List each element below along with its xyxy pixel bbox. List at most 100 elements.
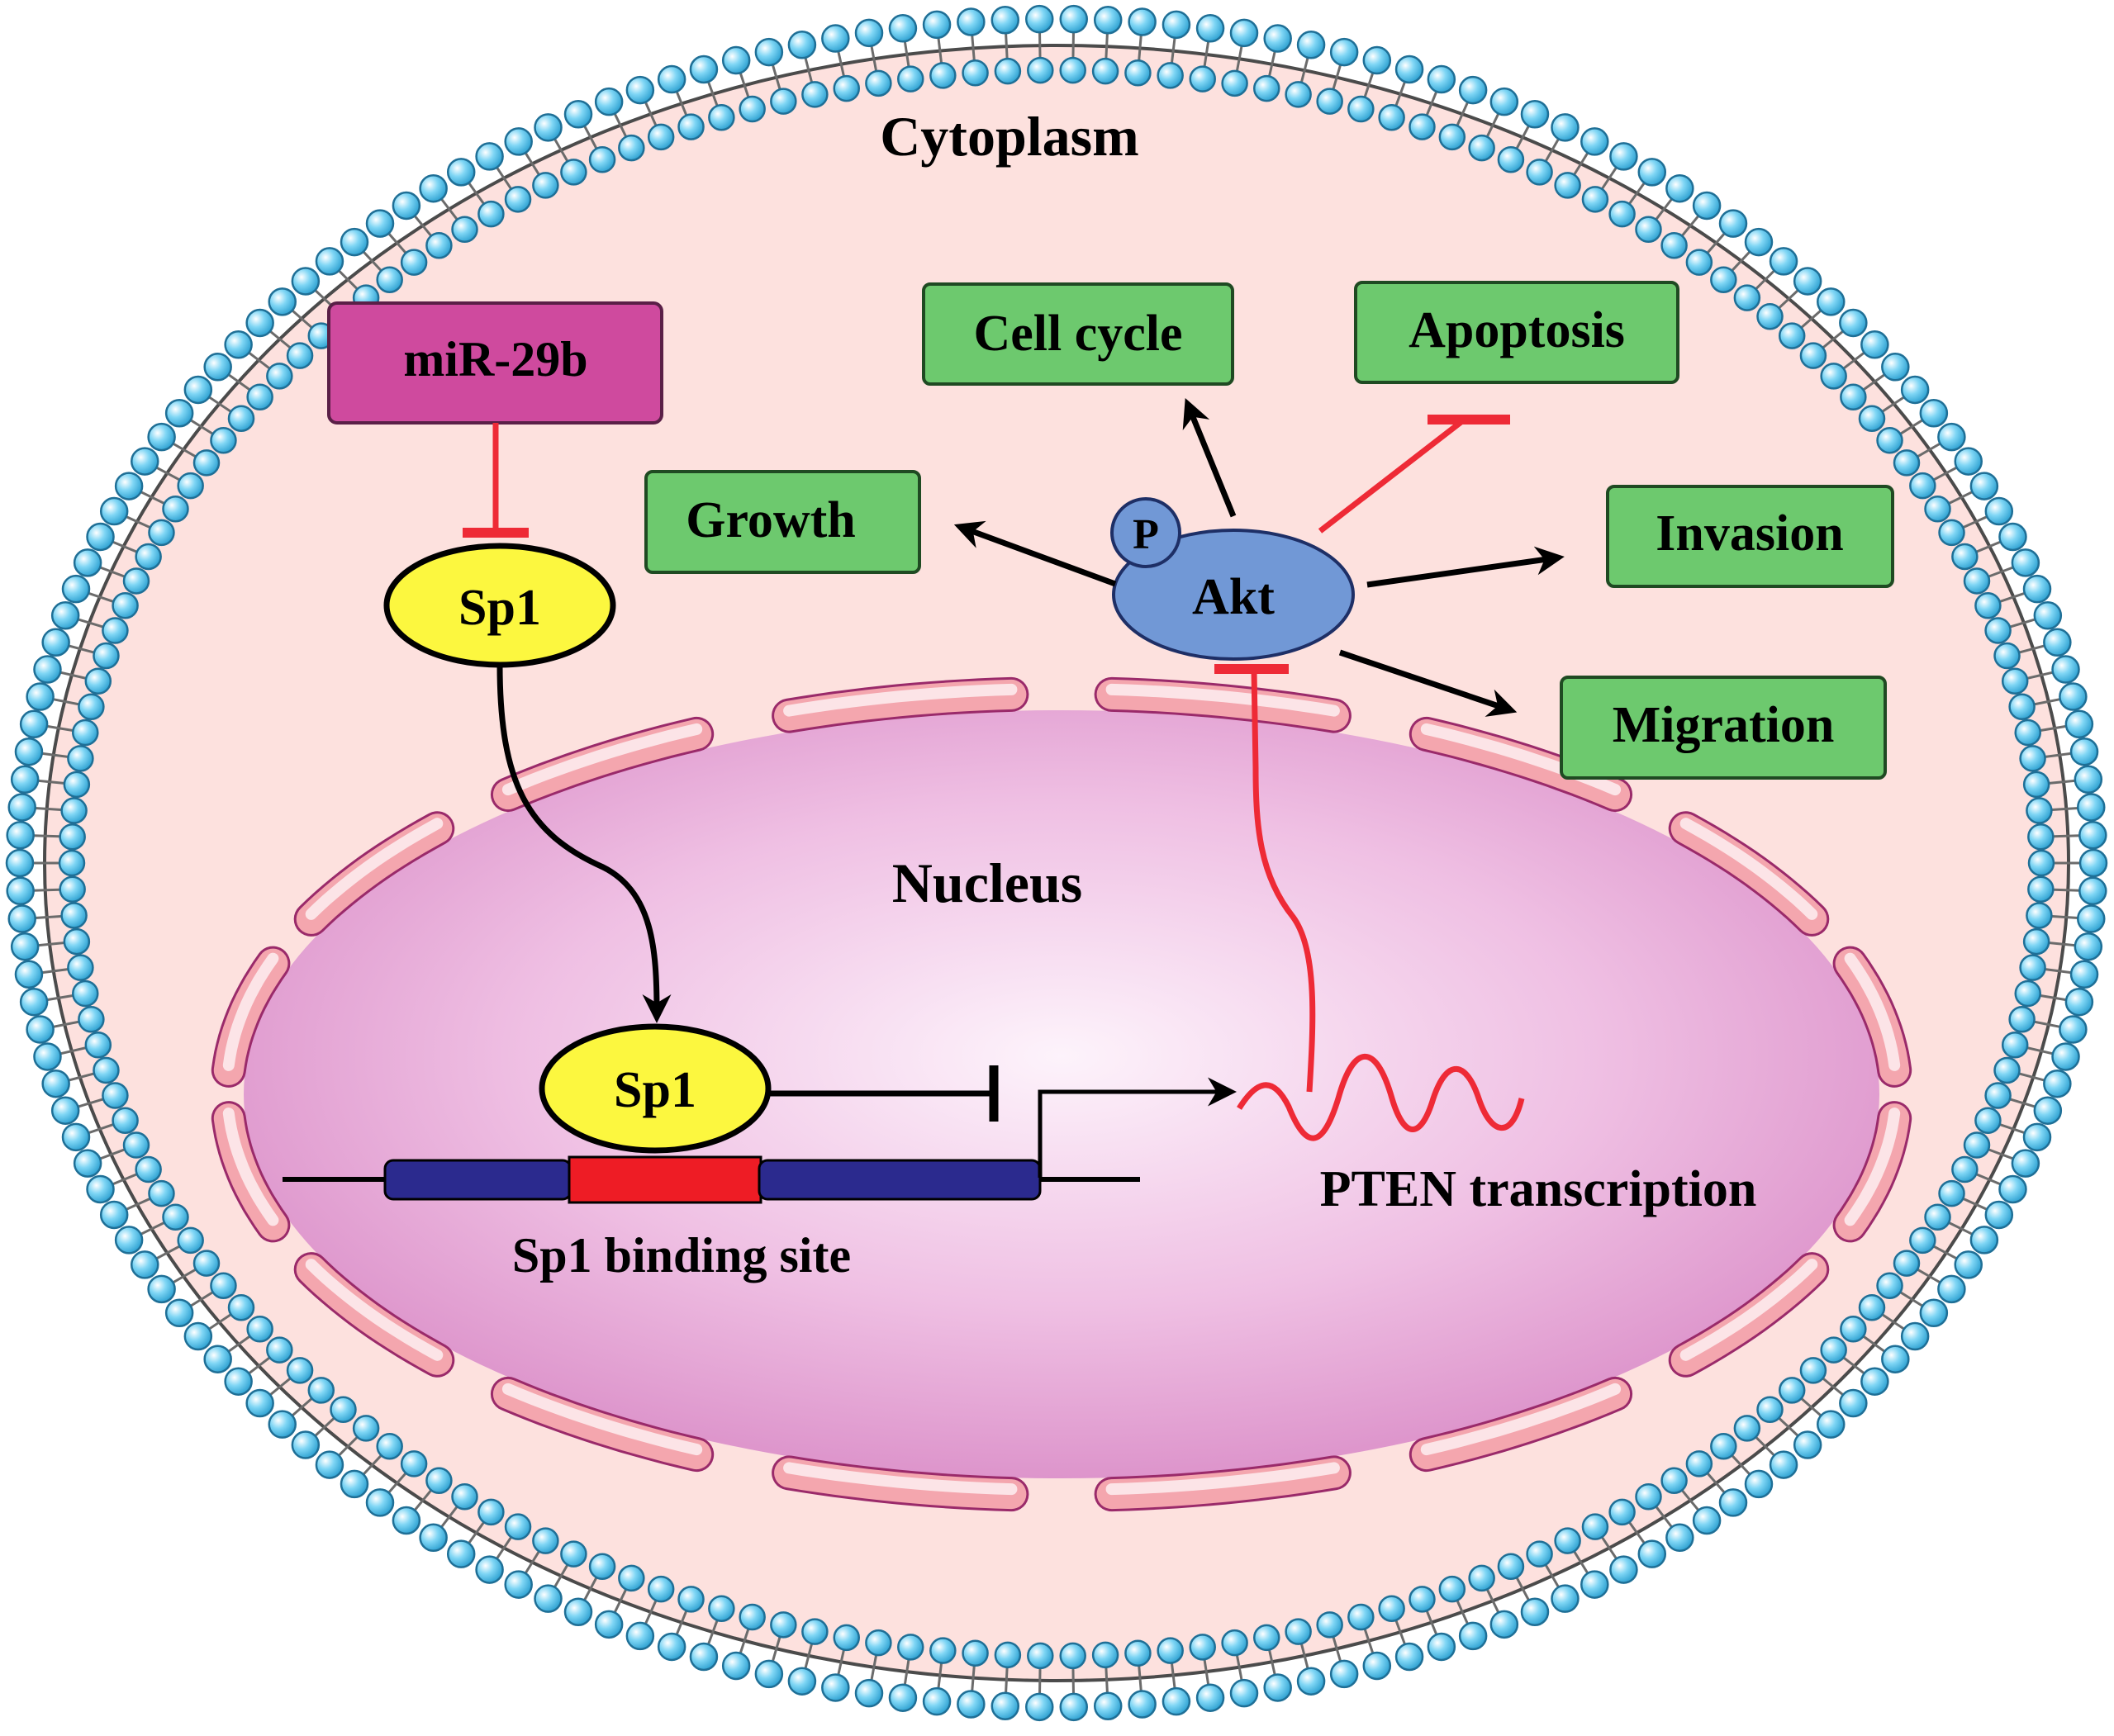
lipid-head [147, 422, 176, 452]
lipid-head [504, 1570, 533, 1599]
lipid-head [1635, 1482, 1662, 1511]
lipid-head [504, 186, 532, 213]
lipid-head [957, 1690, 986, 1719]
lipid-head [1718, 209, 1748, 238]
dna-strand-left [383, 1159, 572, 1201]
lipid-head [340, 227, 369, 257]
lipid-head [7, 904, 36, 933]
lipid-head [2074, 765, 2103, 794]
lipid-head [1937, 422, 1966, 452]
phospho-badge [1110, 497, 1181, 568]
transcription-start-arrow [1038, 1077, 1237, 1178]
lipid-head [340, 1469, 369, 1499]
lipid-head [1329, 1659, 1359, 1689]
lipid-head [2022, 771, 2050, 799]
lipid-head [1938, 519, 1965, 547]
lipid-head [2043, 628, 2072, 657]
lipid-head [787, 1667, 817, 1696]
lipid-head [1378, 1595, 1405, 1622]
lipid-head [1909, 1226, 1936, 1255]
lipid-head [73, 1149, 102, 1178]
lipid-head [1091, 1641, 1119, 1669]
lipid-head [618, 134, 645, 162]
lipid-head [162, 496, 189, 523]
lipid-head [6, 820, 35, 850]
lipid-head [1124, 59, 1152, 87]
lipid-head [2043, 1069, 2072, 1098]
sp1-binding-site-block [568, 1155, 762, 1204]
lipid-head [1520, 1597, 1550, 1626]
lipid-head [1660, 232, 1688, 259]
lipid-head [1581, 1513, 1609, 1540]
lipid-head [1963, 567, 1991, 595]
lipid-head [1316, 1611, 1343, 1639]
lipid-head [10, 932, 40, 961]
lipid-head [801, 81, 829, 108]
lipid-head [897, 1634, 924, 1661]
lipid-head [2033, 601, 2063, 630]
lipid-head [50, 601, 80, 630]
akt-inhibits-apoptosis [1318, 415, 1510, 534]
outcome-invasion: Invasion [1606, 485, 1894, 588]
outcome-apoptosis-label: Apoptosis [1409, 302, 1625, 358]
sp1-represses-transcription [768, 1065, 999, 1122]
sp1-nucleus-node: Sp1 [539, 1023, 772, 1154]
lipid-head [1840, 1316, 1867, 1343]
lipid-head [1685, 249, 1713, 276]
lipid-head [266, 363, 293, 390]
lipid-head [2078, 848, 2108, 878]
lipid-head [210, 1272, 237, 1299]
lipid-head [1924, 1203, 1951, 1231]
nucleus-body [244, 710, 1879, 1478]
lipid-head [994, 57, 1022, 85]
lipid-head [1608, 1498, 1636, 1526]
lipid-head [1263, 1673, 1292, 1702]
lipid-head [2078, 820, 2107, 850]
lipid-head [821, 24, 850, 53]
lipid-head [1710, 1433, 1737, 1460]
lipid-head [2022, 927, 2050, 956]
lipid-head [1091, 57, 1119, 85]
lipid-head [1769, 1450, 1798, 1479]
lipid-head [647, 1575, 675, 1603]
envelope-segment-highlight [1679, 1259, 1818, 1361]
lipid-head [677, 113, 705, 140]
lipid-head [1024, 1692, 1054, 1722]
outcome-migration: Migration [1560, 676, 1887, 780]
lipid-head [1468, 134, 1495, 162]
lipid-head [1124, 1639, 1152, 1667]
lipid-head [315, 1450, 344, 1479]
lipid-head [61, 1122, 91, 1152]
lipid-head [1969, 472, 1999, 500]
lipid-head [1938, 1179, 1965, 1207]
lipid-head [625, 1621, 655, 1651]
lipid-head [2051, 1042, 2080, 1071]
lipid-head [2069, 960, 2099, 989]
lipid-head [1778, 322, 1806, 349]
lipid-head [376, 266, 403, 293]
lipid-head [1769, 247, 1798, 276]
lipid-head [1189, 65, 1216, 92]
lipid-head [400, 1450, 428, 1477]
lipid-head [1733, 284, 1761, 311]
envelope-segment-highlight [1844, 1108, 1901, 1226]
envelope-segment-highlight [501, 723, 703, 796]
mir29b-label: miR-29b [403, 332, 587, 387]
lipid-head [131, 1250, 159, 1279]
lipid-head [1027, 1642, 1054, 1670]
lipid-head [1526, 1540, 1553, 1568]
lipid-head [1817, 287, 1846, 316]
cytoplasm-label: Cytoplasm [880, 105, 1139, 168]
envelope-segment-highlight [305, 1259, 444, 1361]
lipid-head [2074, 932, 2103, 961]
lipid-head [563, 1597, 593, 1626]
lipid-head [268, 287, 297, 316]
lipid-head [131, 447, 159, 476]
lipid-head [1900, 375, 1930, 405]
lipid-head [475, 142, 504, 171]
lipid-head [291, 267, 321, 296]
lipid-head [1468, 1564, 1495, 1592]
lipid-head [1189, 1634, 1216, 1661]
lipid-head [1263, 24, 1292, 53]
lipid-head [60, 797, 88, 824]
